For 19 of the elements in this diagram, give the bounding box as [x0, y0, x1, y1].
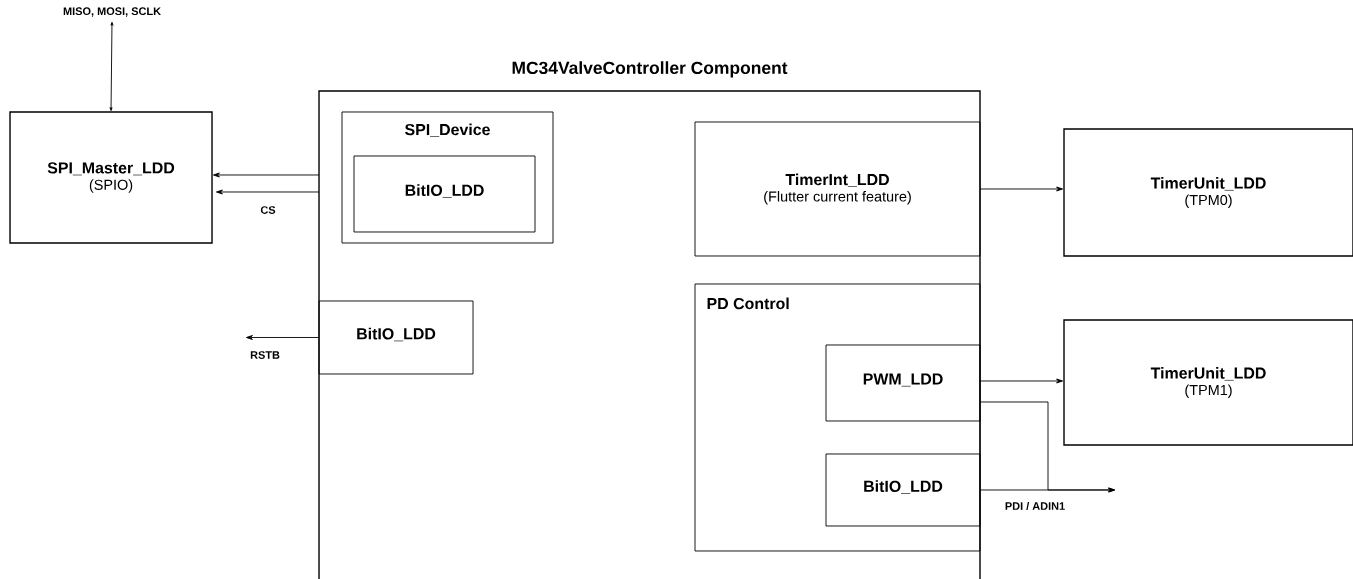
arrow [979, 378, 1064, 384]
edge-label: RSTB [249, 350, 281, 360]
block-box: SPI_Master_LDD (SPIO) [9, 111, 213, 244]
block-box: BitIO_LDD [825, 453, 981, 527]
arrow [979, 186, 1064, 192]
arrow [109, 21, 114, 111]
arrow [216, 189, 320, 195]
edge-label: PDI / ADIN1 [1003, 500, 1067, 512]
arrow [979, 487, 1116, 493]
block-box: TimerUnit_LDD (TPM0) [1063, 128, 1353, 257]
block-box: TimerInt_LDD (Flutter current feature) [694, 121, 981, 257]
block-box: TimerUnit_LDD (TPM1) [1063, 319, 1353, 446]
arrow [246, 335, 320, 340]
arrow [213, 172, 320, 178]
block-box: BitIO_LDD [318, 300, 474, 375]
signal-label: MISO, MOSI, SCLK [63, 7, 161, 17]
edge-label: CS [259, 205, 277, 215]
block-box: BitIO_LDD [353, 155, 536, 233]
block-box: PWM_LDD [825, 344, 981, 422]
